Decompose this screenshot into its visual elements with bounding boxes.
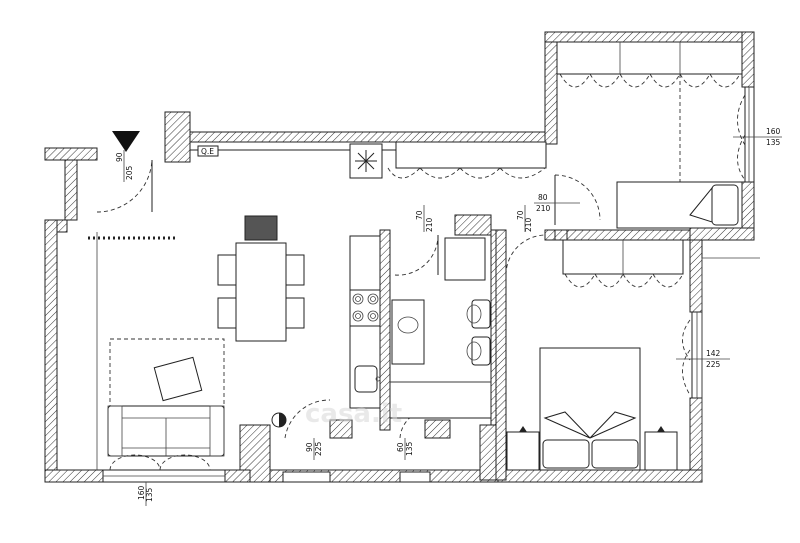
nightstand xyxy=(644,431,678,471)
wardrobe xyxy=(395,141,547,169)
kitchen xyxy=(271,235,381,428)
shower-tray xyxy=(389,381,492,419)
corridor-door-left-height: 210 xyxy=(425,217,434,232)
bathroom xyxy=(389,237,492,419)
dining-table xyxy=(235,242,287,342)
electric-panel-icon xyxy=(197,145,219,157)
bedroom1-window-width: 160 xyxy=(766,127,781,136)
dining-chair xyxy=(217,254,237,286)
entrance-door-height: 205 xyxy=(125,165,134,180)
wardrobe xyxy=(556,41,743,75)
dining-chair xyxy=(285,254,305,286)
snowflake-icon xyxy=(355,150,377,172)
corridor-door-right-width: 70 xyxy=(516,210,525,220)
corridor-door-right-height: 210 xyxy=(524,217,533,232)
bath-window-height: 135 xyxy=(405,441,414,456)
bedroom1-window-height: 135 xyxy=(766,138,781,147)
doors xyxy=(96,159,601,439)
dining-chair xyxy=(285,297,305,329)
interior-walls xyxy=(329,214,691,481)
bedroom-2 xyxy=(506,239,760,480)
living-window-width: 160 xyxy=(137,485,146,500)
watermark: casa.it xyxy=(305,399,402,429)
kitchen-window-width: 90 xyxy=(305,442,314,452)
bedroom2-window-width: 142 xyxy=(706,349,721,358)
kitchen-sink xyxy=(354,365,378,393)
bath-window-width: 60 xyxy=(396,442,405,452)
living-room xyxy=(88,215,305,471)
entrance-arrow-icon xyxy=(112,131,140,152)
tv-cabinet xyxy=(244,215,278,241)
washbasin xyxy=(391,299,425,365)
living-window-height: 135 xyxy=(145,487,154,502)
dining-chair xyxy=(217,297,237,329)
nightstand xyxy=(506,431,540,471)
bedroom1-door-width: 80 xyxy=(538,193,548,202)
corridor-door-left-width: 70 xyxy=(415,210,424,220)
kitchen-window-height: 225 xyxy=(314,441,323,456)
bedroom1-door-height: 210 xyxy=(536,204,551,213)
coffee-table xyxy=(153,356,203,402)
bedroom-1 xyxy=(556,41,746,229)
entrance-door-width: 90 xyxy=(115,152,124,162)
bedroom2-window-height: 225 xyxy=(706,360,721,369)
washing-machine xyxy=(444,237,486,281)
svg-text:Q.E: Q.E xyxy=(201,147,214,156)
entrance-storage: Q.E xyxy=(197,141,547,179)
